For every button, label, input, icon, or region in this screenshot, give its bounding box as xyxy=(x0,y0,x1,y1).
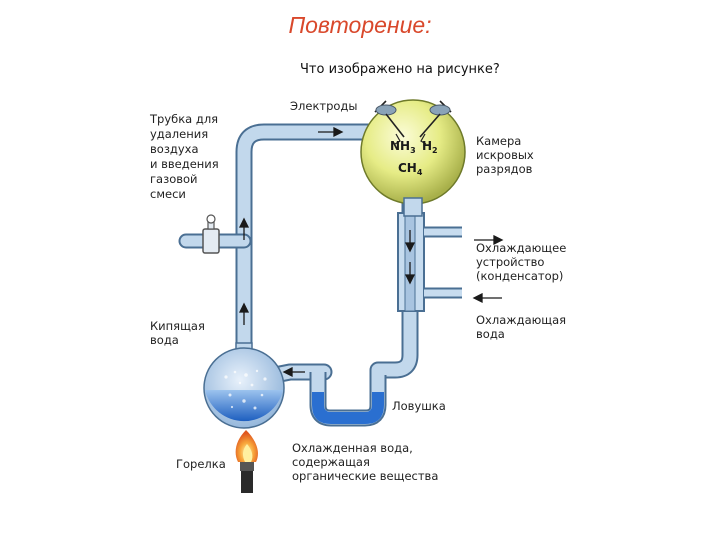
label-electrodes: Электроды xyxy=(290,99,357,113)
slide-title: Повторение: xyxy=(288,12,432,38)
svg-text:NH3: NH3 xyxy=(390,139,416,155)
flow-arrows xyxy=(238,126,504,378)
burner xyxy=(235,430,258,493)
trap xyxy=(309,372,387,427)
label-tube: Трубка для удаления воздуха и введения г… xyxy=(149,112,222,201)
label-cooler: Охлаждающее устройство (конденсатор) xyxy=(476,241,570,283)
label-boiling-water: Кипящая вода xyxy=(150,319,209,347)
label-chamber: Камера искровых разрядов xyxy=(476,134,537,176)
condenser xyxy=(397,212,462,312)
boiling-flask xyxy=(203,342,285,429)
label-cooling-water: Охлаждающая вода xyxy=(476,313,570,341)
svg-text:CH4: CH4 xyxy=(398,161,423,177)
question-text: Что изображено на рисунке? xyxy=(300,62,500,77)
electrodes xyxy=(374,100,452,145)
label-burner: Горелка xyxy=(176,457,226,471)
gas-formulas: NH3 H2 CH4 xyxy=(390,139,438,177)
stopcock xyxy=(202,214,220,254)
label-trap: Ловушка xyxy=(392,399,446,413)
label-cooled-water: Охлажденная вода, содержащая органически… xyxy=(292,441,438,483)
spark-chamber xyxy=(360,99,466,217)
